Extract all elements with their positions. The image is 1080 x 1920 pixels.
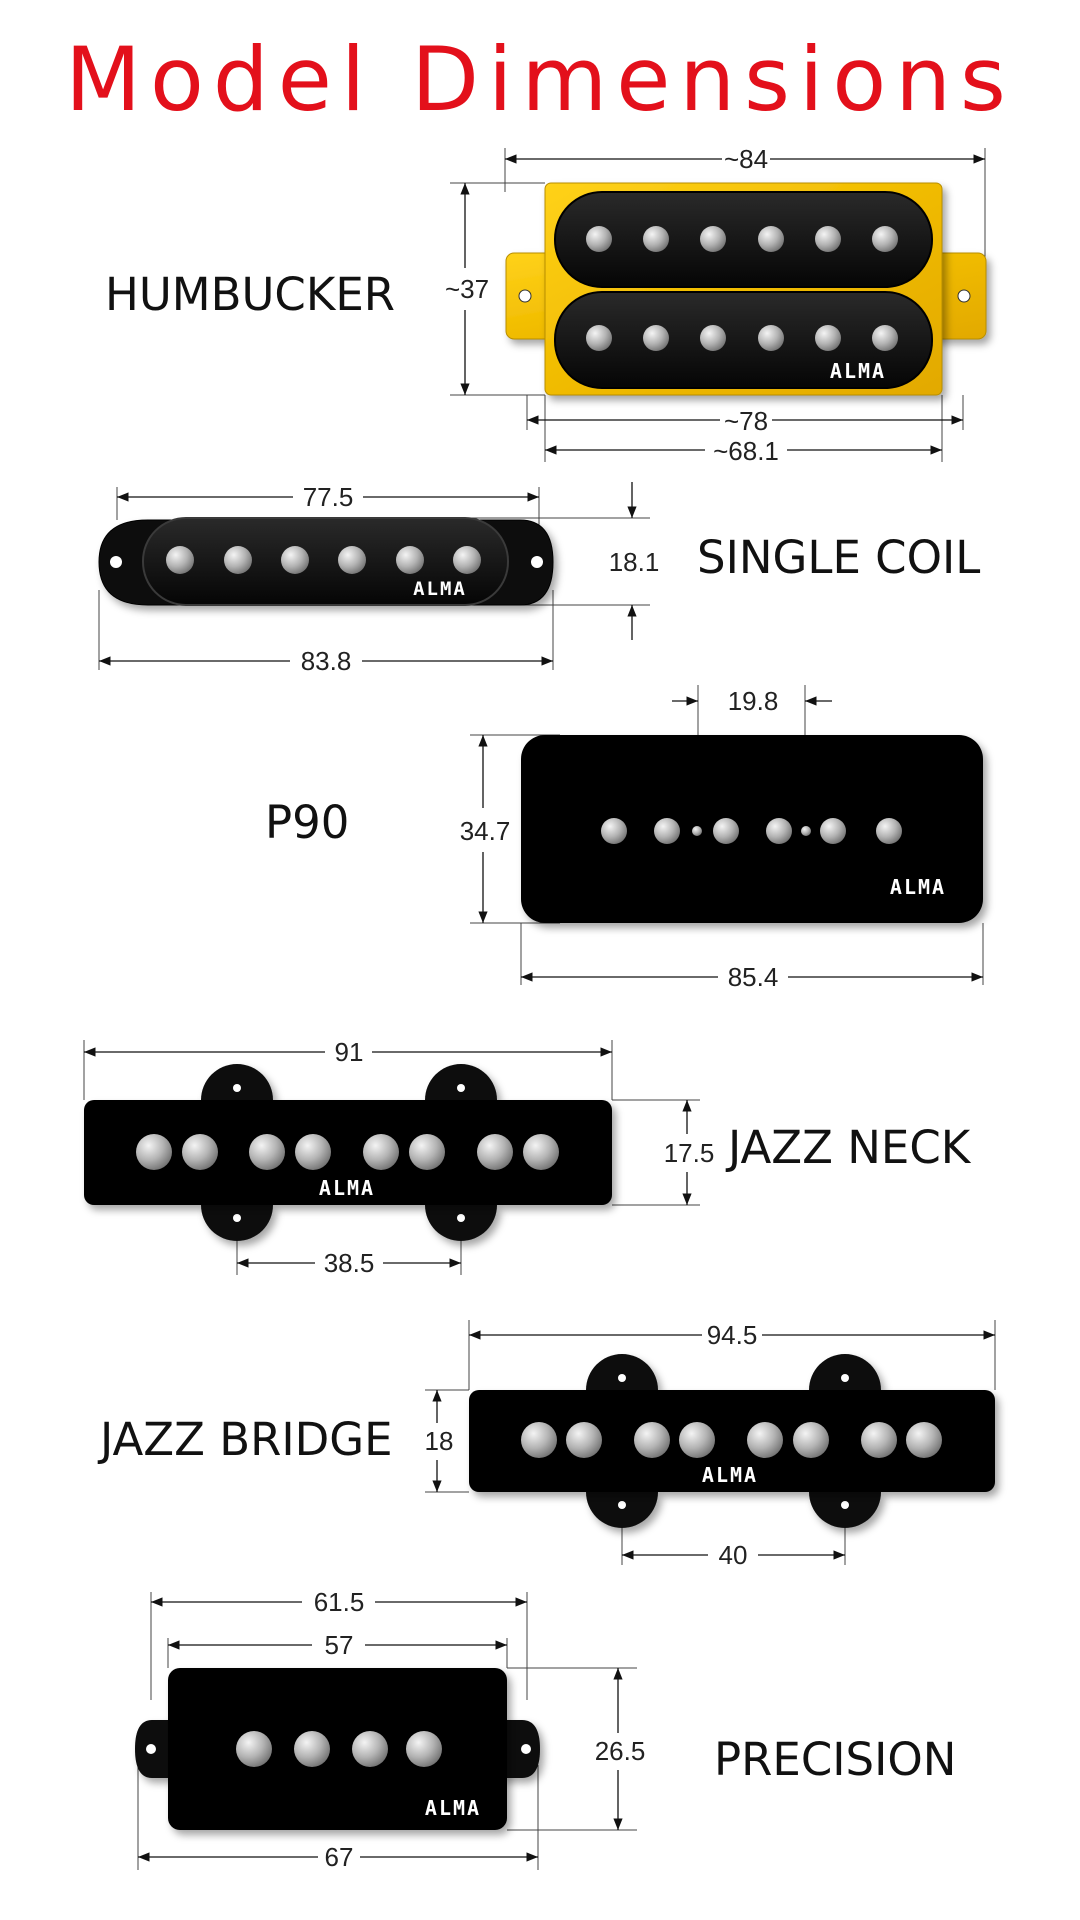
p90-cover — [521, 735, 983, 923]
jazz-neck-dim-width: 91 — [84, 1037, 612, 1067]
jazz-neck-pole-pieces — [136, 1134, 559, 1170]
p90-label: P90 — [265, 796, 350, 849]
p90-dim-height: 34.7 — [460, 735, 511, 923]
precision-brand-logo: ALMA — [425, 1796, 481, 1820]
single-coil-dim-top-width: 77.5 — [116, 482, 539, 512]
svg-text:~68.1: ~68.1 — [713, 436, 779, 466]
jazz-neck-diagram: ALMA 91 17.5 38.5 — [83, 1037, 715, 1278]
single-coil-label: SINGLE COIL — [697, 531, 981, 584]
humbucker-coil-bottom — [554, 291, 933, 389]
jazz-neck-dim-ear-spacing: 38.5 — [237, 1248, 461, 1278]
humbucker-label: HUMBUCKER — [105, 268, 396, 321]
svg-text:34.7: 34.7 — [460, 816, 511, 846]
precision-diagram: ALMA 61.5 57 26.5 67 — [135, 1587, 645, 1872]
p90-pole-pieces — [601, 818, 902, 844]
humbucker-dim-height: ~37 — [445, 183, 489, 395]
single-coil-screw-hole-right — [531, 556, 543, 568]
humbucker-dim-mid-width: ~78 — [527, 406, 963, 436]
svg-text:57: 57 — [325, 1630, 354, 1660]
jazz-bridge-brand-logo: ALMA — [702, 1463, 758, 1487]
single-coil-dim-height: 18.1 — [609, 482, 660, 640]
svg-text:19.8: 19.8 — [728, 686, 779, 716]
jazz-neck-screw-holes — [233, 1084, 465, 1222]
svg-text:91: 91 — [335, 1037, 364, 1067]
jazz-neck-cover — [84, 1100, 612, 1205]
page-title: Model Dimensions — [65, 28, 1015, 131]
precision-screw-hole-right — [521, 1744, 531, 1754]
jazz-bridge-dim-height: 18 — [425, 1390, 454, 1492]
precision-dim-top-width: 61.5 — [151, 1587, 527, 1617]
single-coil-cover — [142, 517, 509, 606]
precision-screw-hole-left — [146, 1744, 156, 1754]
precision-pole-pieces — [236, 1731, 442, 1767]
jazz-bridge-dim-ear-spacing: 40 — [622, 1540, 845, 1570]
svg-text:67: 67 — [325, 1842, 354, 1872]
precision-cover — [168, 1668, 507, 1830]
jazz-neck-dim-height: 17.5 — [664, 1100, 715, 1205]
jazz-bridge-diagram: ALMA 94.5 18 40 — [425, 1320, 996, 1570]
svg-text:38.5: 38.5 — [324, 1248, 375, 1278]
p90-diagram: ALMA 19.8 34.7 85.4 — [460, 685, 984, 992]
jazz-bridge-mounting-ears — [586, 1354, 881, 1528]
single-coil-screw-hole-left — [110, 556, 122, 568]
svg-text:~84: ~84 — [724, 144, 768, 174]
precision-dim-height: 26.5 — [595, 1668, 646, 1830]
humbucker-coil-top — [554, 191, 933, 288]
svg-text:83.8: 83.8 — [301, 646, 352, 676]
svg-text:18.1: 18.1 — [609, 547, 660, 577]
humbucker-dim-inner-width: ~68.1 — [545, 436, 942, 466]
precision-dim-inner-width: 57 — [168, 1630, 507, 1660]
humbucker-brand-logo: ALMA — [830, 359, 886, 383]
p90-brand-logo: ALMA — [890, 875, 946, 899]
jazz-bridge-screw-holes — [618, 1374, 849, 1509]
jazz-bridge-cover — [469, 1390, 995, 1492]
jazz-neck-label: JAZZ NECK — [728, 1121, 971, 1174]
humbucker-pole-pieces — [586, 226, 898, 351]
svg-text:17.5: 17.5 — [664, 1138, 715, 1168]
humbucker-dim-width: ~84 — [505, 144, 985, 174]
single-coil-diagram: ALMA 77.5 18.1 83.8 — [98, 482, 660, 676]
single-coil-brand-logo: ALMA — [413, 578, 467, 600]
svg-text:18: 18 — [425, 1426, 454, 1456]
svg-text:85.4: 85.4 — [728, 962, 779, 992]
p90-dim-width: 85.4 — [521, 962, 983, 992]
svg-text:26.5: 26.5 — [595, 1736, 646, 1766]
svg-text:40: 40 — [719, 1540, 748, 1570]
svg-text:77.5: 77.5 — [303, 482, 354, 512]
svg-text:61.5: 61.5 — [314, 1587, 365, 1617]
single-coil-pole-pieces — [166, 546, 481, 574]
svg-text:~78: ~78 — [724, 406, 768, 436]
jazz-bridge-dim-width: 94.5 — [469, 1320, 995, 1350]
p90-dim-pole-spacing: 19.8 — [672, 686, 832, 716]
jazz-bridge-pole-pieces — [521, 1422, 942, 1458]
svg-text:~37: ~37 — [445, 274, 489, 304]
precision-label: PRECISION — [714, 1733, 957, 1786]
single-coil-dim-bottom-width: 83.8 — [99, 646, 553, 676]
humbucker-diagram: ALMA ~84 ~37 ~78 ~68.1 — [445, 144, 987, 466]
jazz-neck-brand-logo: ALMA — [319, 1176, 375, 1200]
jazz-bridge-label: JAZZ BRIDGE — [100, 1413, 393, 1466]
jazz-neck-mounting-ears — [201, 1064, 497, 1241]
svg-text:94.5: 94.5 — [707, 1320, 758, 1350]
precision-dim-bottom-width: 67 — [138, 1842, 538, 1872]
